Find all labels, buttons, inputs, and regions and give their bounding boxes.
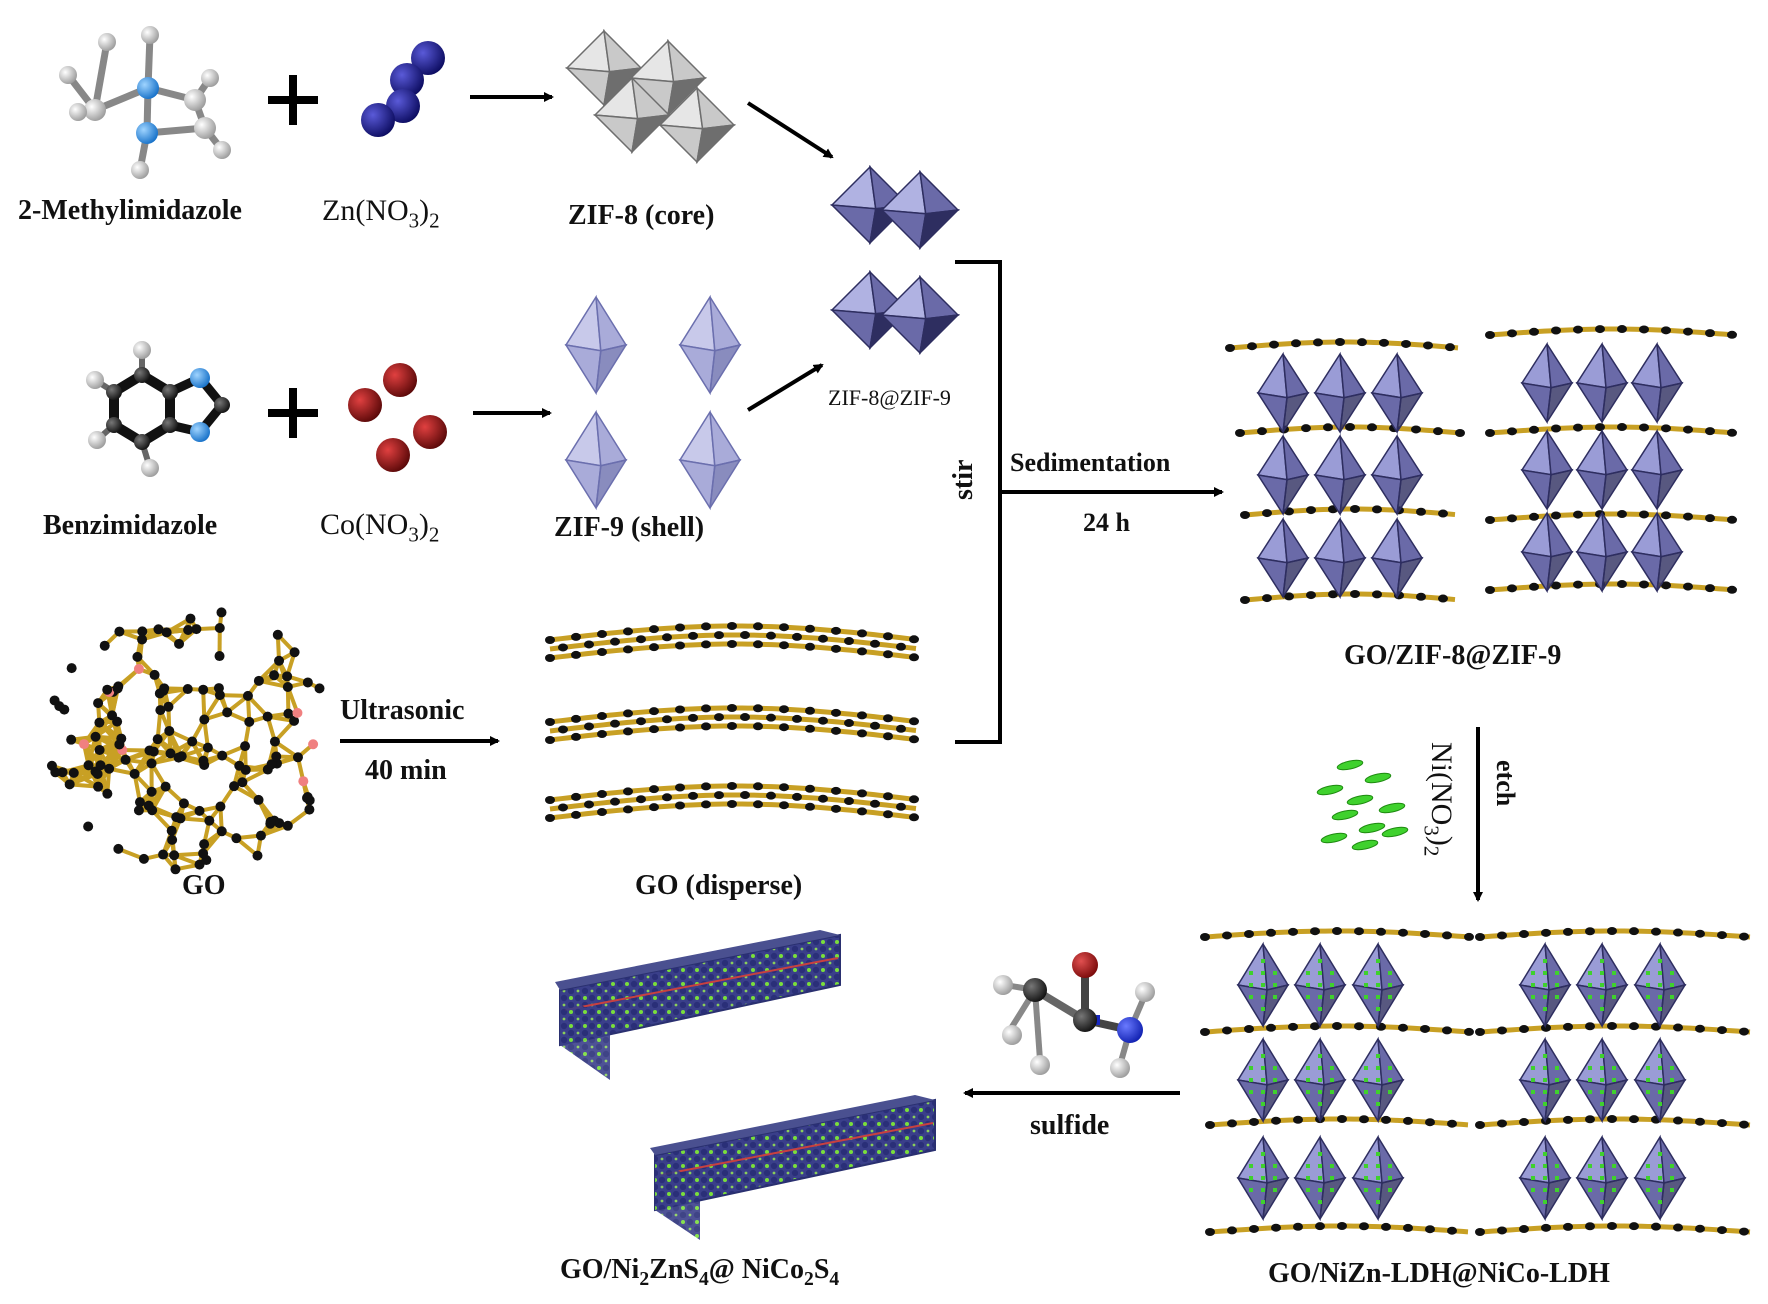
label-go-disperse: GO (disperse): [635, 870, 803, 901]
label-24h: 24 h: [1083, 508, 1130, 537]
arrow-to-zif8-zif9-from-core: [746, 101, 834, 159]
flow-arrows: [340, 92, 1483, 1098]
label-co-nitrate: Co(NO3)2: [320, 508, 440, 547]
label-ni-nitrate: Ni(NO3)2: [1419, 742, 1458, 857]
go-ldh-composite-icon: [1200, 927, 1751, 1236]
sulfide-product-block-2-icon: [650, 1095, 936, 1240]
label-zn-nitrate: Zn(NO3)2: [322, 194, 440, 233]
label-etch: etch: [1491, 760, 1520, 807]
label-stir: stir: [948, 459, 979, 500]
label-go-ldh: GO/NiZn-LDH@NiCo-LDH: [1268, 1258, 1610, 1289]
label-sulfide: sulfide: [1030, 1110, 1110, 1141]
label-zif8-core: ZIF-8 (core): [568, 200, 715, 231]
methylimidazole-atoms: [59, 26, 231, 179]
plus-sign-1: [268, 75, 318, 125]
go-crumpled-sheet-icon: [46, 607, 325, 875]
go-disperse-sheets-icon: [545, 622, 919, 822]
sulfur-source-molecule-icon: [993, 952, 1155, 1078]
benzimidazole-molecule-icon: [86, 341, 230, 477]
label-go: GO: [182, 870, 226, 901]
zn-ion-spheres-icon: [361, 41, 445, 137]
label-zif9-shell: ZIF-9 (shell): [554, 512, 705, 543]
zif8-zif9-crystals-icon: [830, 164, 961, 356]
label-benzimidazole: Benzimidazole: [43, 510, 218, 541]
plus-sign-2: [268, 388, 318, 438]
label-40min: 40 min: [365, 755, 447, 786]
label-go-sulfide: GO/Ni2ZnS4@ NiCo2S4: [560, 1254, 840, 1290]
go-zif-composite-icon: [1225, 325, 1737, 604]
label-sedimentation: Sedimentation: [1010, 448, 1171, 477]
stir-bracket: [955, 260, 1002, 744]
co-ion-spheres-icon: [348, 363, 447, 472]
zif9-shell-crystals-icon: [564, 294, 742, 511]
arrow-to-zif8-zif9-from-shell: [746, 363, 824, 412]
ni-nitrate-flakes-icon: [1316, 759, 1409, 851]
label-2-methylimidazole: 2-Methylimidazole: [18, 195, 242, 226]
label-ultrasonic: Ultrasonic: [340, 695, 465, 726]
label-go-zif8-zif9: GO/ZIF-8@ZIF-9: [1344, 640, 1562, 671]
sulfide-product-block-1-icon: [555, 930, 841, 1080]
label-zif8-zif9: ZIF-8@ZIF-9: [828, 385, 951, 410]
zif8-core-crystals-icon: [565, 28, 737, 165]
